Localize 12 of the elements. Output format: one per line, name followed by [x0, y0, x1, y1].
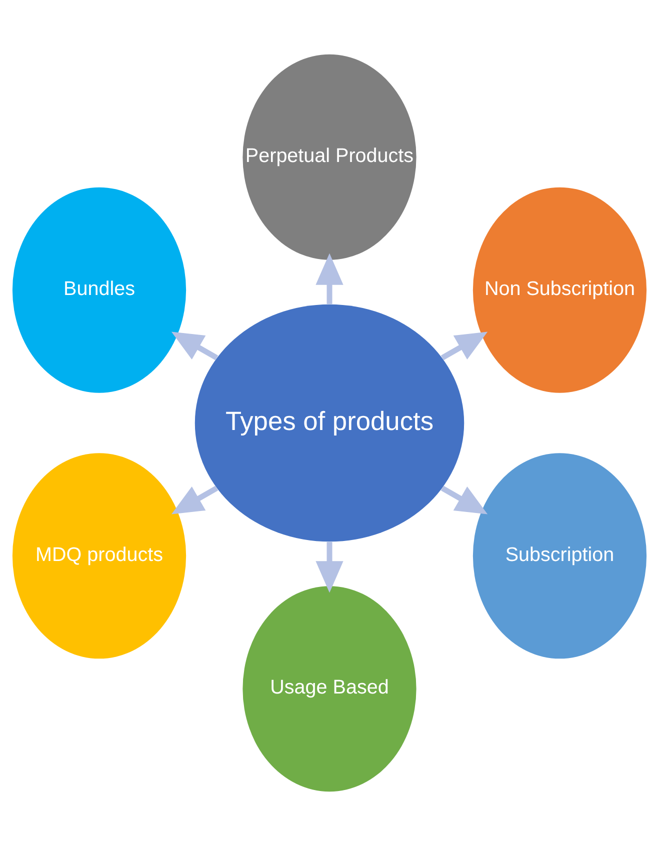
arrow [316, 253, 344, 304]
node-ellipse: Bundles [12, 187, 186, 393]
arrow [440, 486, 488, 514]
arrow [440, 332, 488, 360]
arrow [171, 332, 218, 360]
node-ellipse: Subscription [472, 453, 647, 659]
node-ellipse: MDQ products [12, 453, 186, 659]
node-ellipse: Non Subscription [472, 187, 647, 393]
arrow [171, 486, 218, 514]
node-ellipse: Perpetual Products [242, 54, 416, 260]
arrow [316, 542, 344, 593]
node-ellipse: Usage Based [242, 586, 416, 792]
